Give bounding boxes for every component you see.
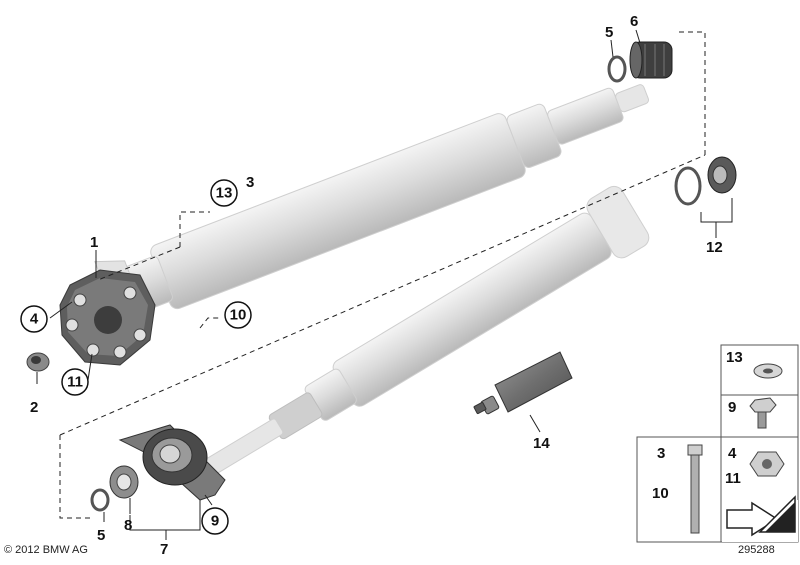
callout-11-circled: 11 (61, 368, 89, 396)
hex-nut-icon (749, 451, 785, 477)
legend-label-3: 3 (657, 445, 665, 462)
callout-2: 2 (30, 399, 38, 416)
hex-bolt-long-icon (687, 444, 703, 534)
callout-13-circled: 13 (210, 179, 238, 207)
leader-lines (36, 29, 733, 540)
parts-legend: 13 9 3 10 4 11 (636, 344, 799, 543)
ring-and-nut-12 (674, 156, 737, 206)
self-locking-nut (26, 352, 50, 372)
center-bearing (118, 424, 226, 501)
callout-1: 1 (90, 234, 98, 251)
callout-9-circled: 9 (201, 507, 229, 535)
flex-disc (59, 269, 156, 366)
callout-5-top: 5 (605, 24, 613, 41)
boot-seal-top (607, 41, 673, 83)
callout-4-circled: 4 (20, 305, 48, 333)
legend-label-13: 13 (726, 349, 743, 366)
copyright-text: © 2012 BMW AG (4, 544, 88, 556)
callout-8: 8 (124, 517, 132, 534)
washer-icon (753, 363, 783, 379)
legend-label-10: 10 (652, 485, 669, 502)
legend-label-4: 4 (728, 445, 737, 462)
svg-text:10: 10 (230, 307, 247, 324)
callout-5-bottom: 5 (97, 527, 105, 544)
lower-drive-shaft (202, 185, 650, 477)
replace-arrow-icon (722, 495, 798, 542)
callout-10-circled: 10 (224, 301, 252, 329)
callout-3: 3 (246, 174, 254, 191)
callout-6: 6 (630, 13, 638, 30)
diagram-id: 295288 (738, 544, 775, 556)
svg-text:4: 4 (30, 311, 39, 328)
groove-ball-bearing (109, 465, 139, 499)
callout-12: 12 (706, 239, 723, 256)
svg-text:9: 9 (211, 513, 219, 530)
callout-7: 7 (160, 541, 168, 558)
upper-drive-shaft (94, 84, 649, 338)
assembly-lines (59, 31, 706, 519)
circlip (90, 488, 110, 512)
grease-tube (473, 351, 573, 415)
legend-label-9: 9 (728, 399, 736, 416)
hex-bolt-short-icon (749, 397, 777, 429)
callout-14: 14 (533, 435, 550, 452)
svg-text:13: 13 (216, 185, 233, 202)
svg-text:11: 11 (67, 374, 83, 391)
legend-label-11: 11 (725, 470, 741, 487)
